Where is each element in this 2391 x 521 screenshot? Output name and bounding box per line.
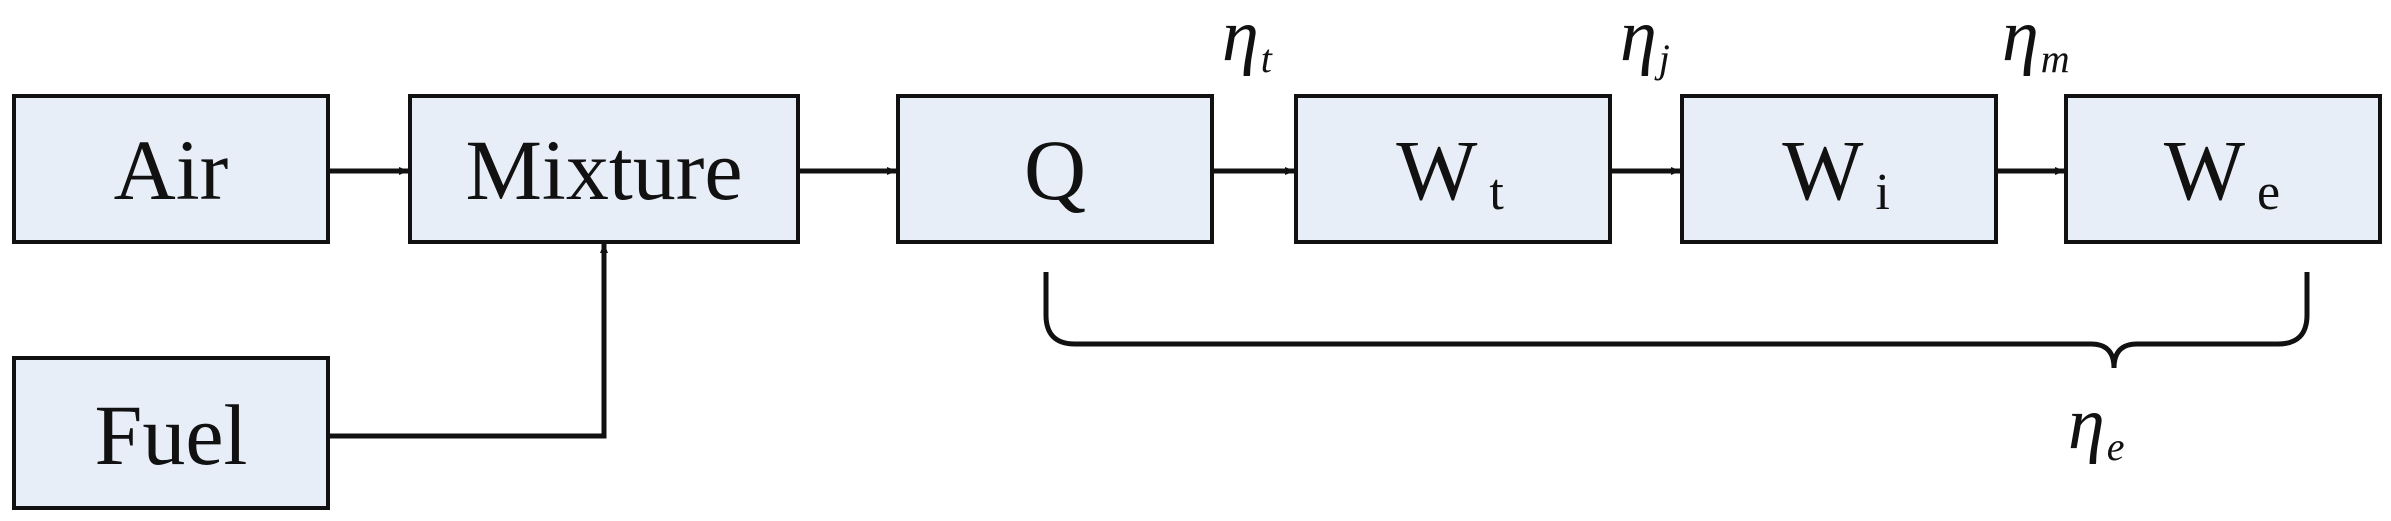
block-fuel: Fuel (12, 356, 330, 510)
eta-e-label: ηe (2068, 383, 2124, 469)
arrow-fuel-to-mixture (328, 243, 608, 439)
block-q: Q (896, 94, 1214, 244)
eta-t-label: ηt (1222, 0, 1273, 81)
block-q-label: Q (1024, 122, 1086, 218)
block-mixture-label: Mixture (465, 122, 742, 218)
block-mixture: Mixture (408, 94, 800, 244)
efficiency-brace (1043, 272, 2310, 369)
eta-j-label: ηj (1620, 0, 1670, 81)
eta-m-label: ηm (2002, 0, 2070, 81)
block-air: Air (12, 94, 330, 244)
block-fuel-label: Fuel (95, 387, 248, 483)
block-air-label: Air (114, 122, 229, 218)
